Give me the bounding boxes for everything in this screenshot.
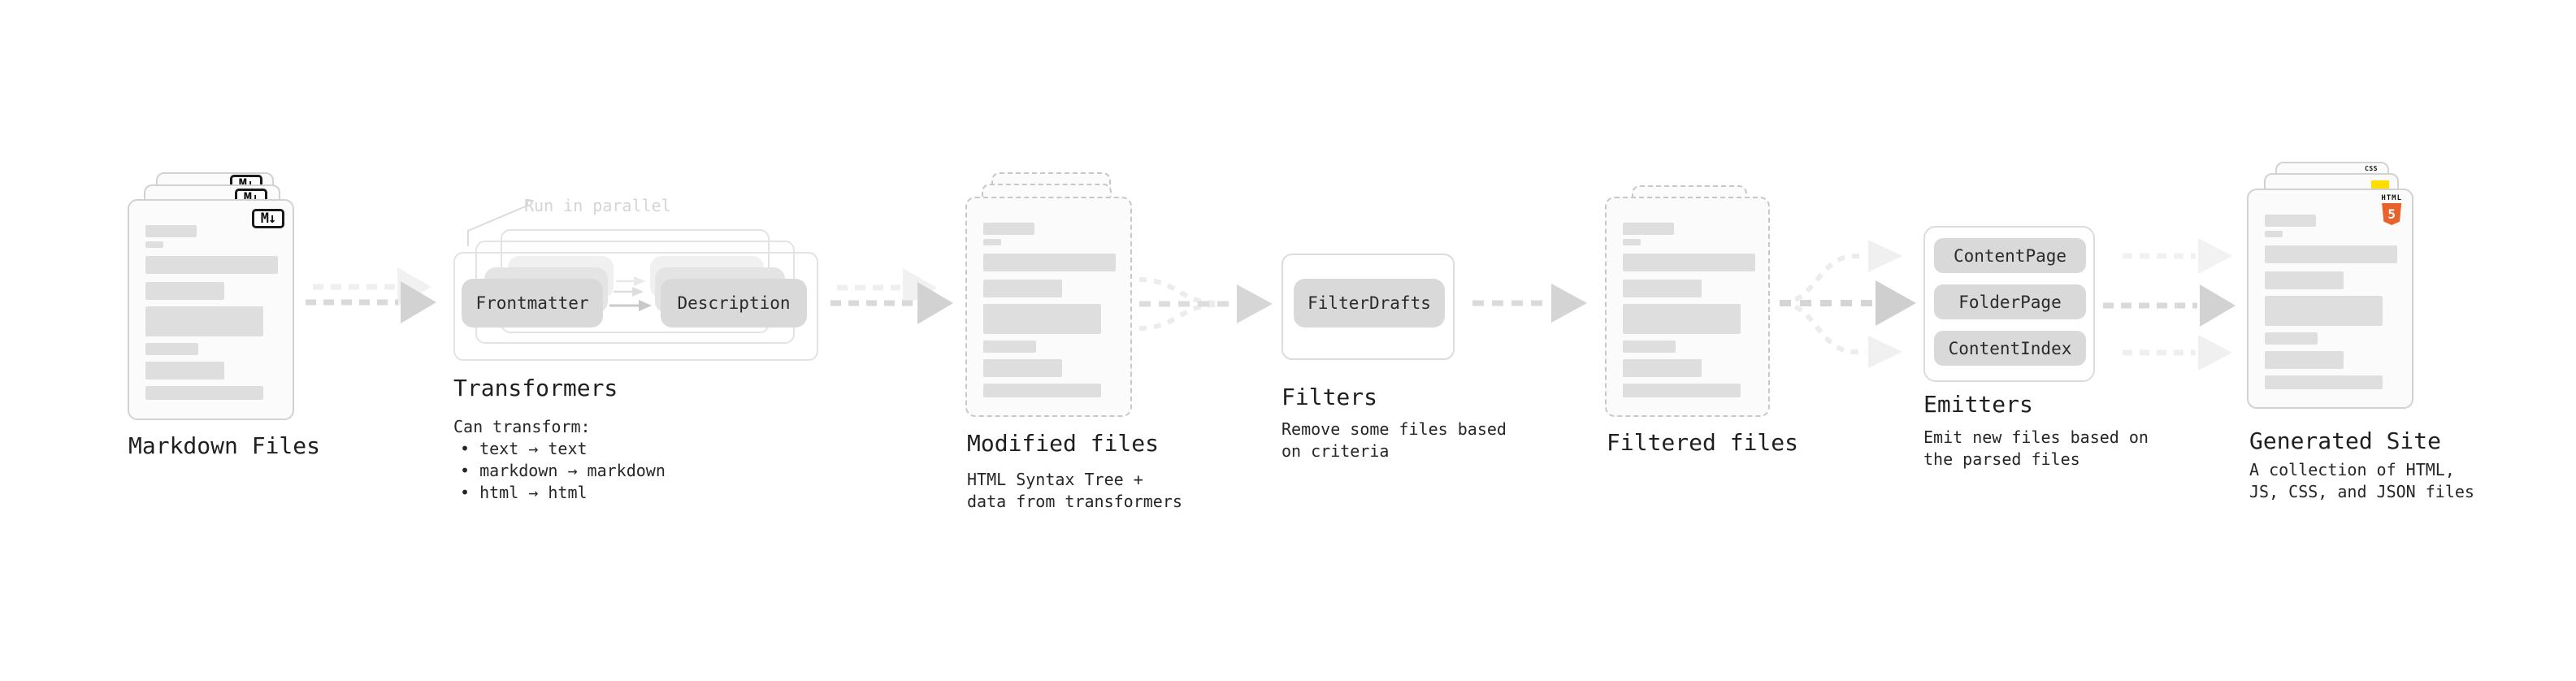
modified-file-card-front — [965, 197, 1132, 417]
arrow-modified-to-filters — [1138, 277, 1273, 331]
note-line: JS, CSS, and JSON files — [2249, 482, 2474, 501]
stage-title-transformers: Transformers — [453, 375, 618, 401]
content-bar — [145, 362, 224, 380]
note-line: Emit new files based on — [1923, 427, 2149, 447]
emitter-pill-contentpage: ContentPage — [1934, 238, 2086, 273]
arrow-filtered-to-emitters — [1780, 240, 1916, 368]
content-bar — [1623, 304, 1741, 334]
generated-site-notes: A collection of HTML, JS, CSS, and JSON … — [2249, 459, 2474, 503]
note-line: A collection of HTML, — [2249, 460, 2455, 479]
content-bar — [983, 304, 1101, 334]
stage-title-markdown-files: Markdown Files — [128, 432, 321, 459]
css-icon-label: CSS — [2365, 165, 2378, 172]
note-line: • html → html — [460, 483, 588, 502]
stage-title-modified-files: Modified files — [967, 430, 1160, 457]
content-bar — [983, 239, 1001, 245]
content-bar — [2265, 271, 2344, 289]
content-bar — [983, 340, 1036, 353]
content-bar — [145, 241, 163, 248]
note-line: HTML Syntax Tree + — [967, 470, 1143, 489]
stage-title-generated-site: Generated Site — [2249, 427, 2442, 454]
html5-icon-label: HTML — [2381, 194, 2402, 202]
content-bar — [1623, 280, 1702, 297]
note-line: Remove some files based — [1281, 419, 1507, 439]
content-bar — [145, 386, 263, 400]
emitter-pill-folderpage: FolderPage — [1934, 284, 2086, 319]
content-bar — [983, 359, 1062, 377]
filters-notes: Remove some files based on criteria — [1281, 419, 1507, 462]
content-bar — [1623, 239, 1641, 245]
content-bar — [145, 282, 224, 300]
run-in-parallel-label: Run in parallel — [524, 196, 671, 215]
content-bar — [1623, 254, 1755, 271]
content-bar — [1623, 384, 1741, 397]
content-bar — [1623, 359, 1702, 377]
note-line: Can transform: — [453, 417, 591, 436]
emitter-pill-contentindex: ContentIndex — [1934, 331, 2086, 366]
content-bar — [983, 254, 1116, 271]
content-bar — [145, 225, 197, 237]
content-bar — [2265, 231, 2283, 237]
content-bar — [145, 306, 263, 336]
content-bar — [983, 384, 1101, 397]
note-line: • markdown → markdown — [460, 461, 666, 480]
content-bar — [2265, 245, 2397, 263]
arrow-markdown-to-transformers — [306, 267, 436, 323]
arrow-emitters-to-generated — [2103, 238, 2236, 371]
content-bar — [1623, 223, 1674, 235]
note-line: on criteria — [1281, 441, 1390, 461]
content-bar — [1623, 340, 1676, 353]
arrow-filters-to-filtered — [1472, 284, 1587, 323]
filter-pill-filterdrafts: FilterDrafts — [1294, 279, 1445, 327]
content-bar — [2265, 375, 2383, 389]
content-bar — [983, 280, 1062, 297]
content-bar — [2265, 351, 2344, 369]
filtered-file-card-front — [1605, 197, 1770, 417]
note-line: • text → text — [460, 439, 588, 458]
note-line: the parsed files — [1923, 449, 2080, 469]
markdown-icon: M↓ — [252, 209, 284, 228]
html5-icon: HTML 5 — [2381, 195, 2402, 225]
transformers-notes: Can transform: • text → text • markdown … — [453, 416, 666, 504]
content-bar — [2265, 332, 2318, 345]
stage-title-emitters: Emitters — [1923, 391, 2033, 418]
arrow-transformers-to-modified — [830, 268, 953, 324]
js-icon — [2371, 180, 2389, 191]
emitters-notes: Emit new files based on the parsed files — [1923, 427, 2149, 471]
content-bar — [145, 256, 278, 274]
html5-icon-shield: 5 — [2382, 203, 2402, 225]
stage-title-filters: Filters — [1281, 384, 1378, 410]
transformer-pill-frontmatter: Frontmatter — [462, 279, 603, 327]
transformer-layer-front — [453, 252, 818, 361]
modified-files-notes: HTML Syntax Tree + data from transformer… — [967, 469, 1182, 513]
transformer-pill-description: Description — [661, 279, 807, 327]
content-bar — [145, 343, 198, 355]
markdown-file-card-front: M↓ — [128, 199, 294, 420]
generated-file-card-front: HTML 5 — [2247, 189, 2413, 409]
content-bar — [983, 223, 1034, 235]
content-bar — [2265, 215, 2316, 227]
content-bar — [2265, 296, 2383, 326]
stage-title-filtered-files: Filtered files — [1607, 429, 1799, 456]
note-line: data from transformers — [967, 492, 1182, 511]
